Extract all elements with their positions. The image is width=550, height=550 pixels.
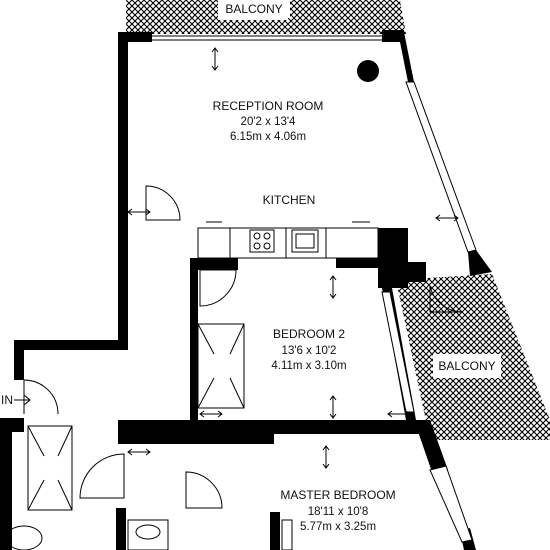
balcony-right-label: BALCONY (438, 359, 495, 373)
kitchen-title: KITCHEN (263, 193, 316, 207)
bedroom2-dim-imperial: 13'6 x 10'2 (282, 345, 337, 357)
bedroom2-title: BEDROOM 2 (273, 327, 345, 341)
reception-title: RECEPTION ROOM (213, 99, 324, 113)
sink-icon (291, 229, 319, 253)
hob-icon (249, 229, 275, 253)
reception-window (405, 81, 477, 253)
reception-dim-metric: 6.15m x 4.06m (230, 131, 306, 143)
bedroom2-window (381, 291, 415, 413)
bathroom-fittings (5, 519, 293, 550)
entrance-label: IN (1, 393, 13, 407)
reception-dim-imperial: 20'2 x 13'4 (241, 116, 297, 128)
entrance-arrow-icon (14, 394, 31, 406)
walls (0, 30, 492, 550)
wardrobes (27, 323, 245, 511)
master-dim-metric: 5.77m x 3.25m (300, 521, 376, 533)
kitchen-units (197, 221, 379, 259)
dimension-arrows (127, 47, 459, 469)
master-title: MASTER BEDROOM (280, 488, 395, 502)
column-marker (357, 60, 379, 82)
balcony-top-label: BALCONY (225, 2, 282, 16)
bedroom2-dim-metric: 4.11m x 3.10m (271, 360, 346, 372)
master-window (429, 465, 473, 543)
balcony-right-area (396, 274, 550, 440)
master-dim-imperial: 18'11 x 10'8 (308, 506, 368, 518)
doors (23, 185, 463, 509)
